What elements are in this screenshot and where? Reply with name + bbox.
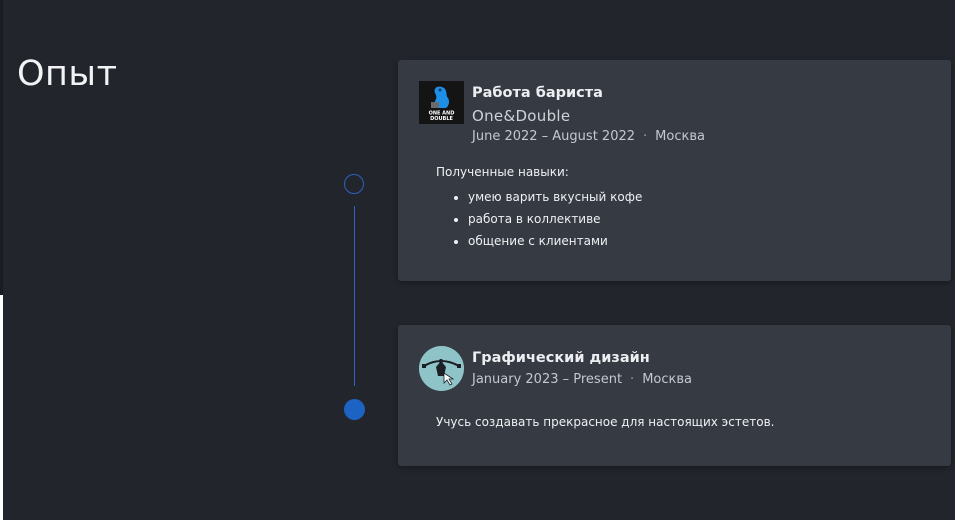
job-meta: January 2023 – Present · Москва [472,372,692,388]
job-title: Работа бариста [472,85,603,101]
meta-separator: · [630,372,635,387]
job-meta: June 2022 – August 2022 · Москва [472,129,705,145]
experience-card-barista: ONE AND DOUBLE Работа бариста One&Double… [398,60,951,281]
skills-list: умею варить вкусный кофе работа в коллек… [436,186,642,252]
left-edge-bar [0,0,3,295]
job-location: Москва [655,129,705,144]
one-and-double-logo-icon: ONE AND DOUBLE [419,81,464,124]
company-name: One&Double [472,107,571,125]
timeline-node-1 [344,174,364,194]
job-description: Учусь создавать прекрасное для настоящих… [436,415,775,429]
experience-header: Работа бариста One&Double June 2022 – Au… [472,84,705,145]
timeline-line [354,206,355,386]
left-edge-white [0,295,3,520]
pen-tool-icon [419,346,464,391]
skill-item: умею варить вкусный кофе [468,186,642,208]
timeline [343,173,367,423]
svg-text:ONE AND: ONE AND [429,111,455,117]
job-dates: June 2022 – August 2022 [472,129,636,144]
job-dates: January 2023 – Present [472,372,623,387]
experience-header: Графический дизайн January 2023 – Presen… [472,349,692,388]
job-title: Графический дизайн [472,350,650,366]
experience-card-graphic-design: Графический дизайн January 2023 – Presen… [398,325,951,466]
timeline-node-2 [344,399,365,420]
job-description: Полученные навыки: умею варить вкусный к… [436,165,642,252]
skills-heading: Полученные навыки: [436,165,569,179]
skill-item: общение с клиентами [468,230,642,252]
job-location: Москва [642,372,692,387]
skill-item: работа в коллективе [468,208,642,230]
svg-text:DOUBLE: DOUBLE [430,116,453,122]
meta-separator: · [643,129,648,144]
section-title: Опыт [17,54,118,94]
